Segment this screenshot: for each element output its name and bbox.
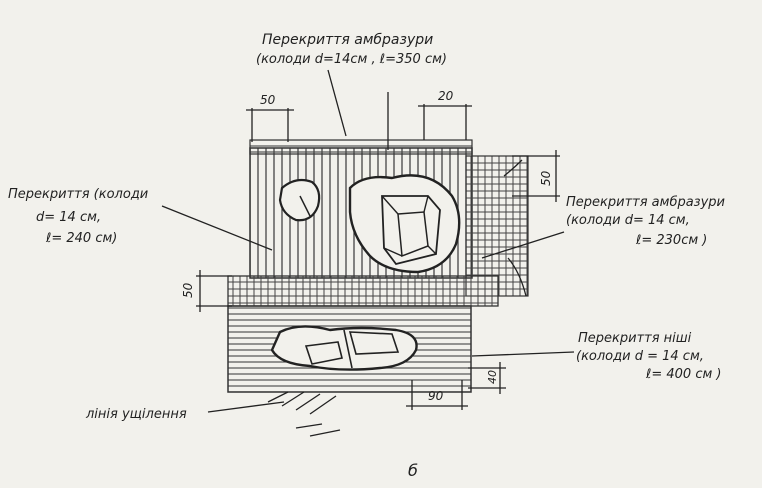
dim-right-upper: 50 xyxy=(539,170,553,186)
left-label-line3: ℓ= 240 см) xyxy=(45,231,117,246)
niche-label-line3: ℓ= 400 см ) xyxy=(645,367,722,382)
top-title-line2: (колоди d=14см , ℓ=350 см) xyxy=(256,52,447,67)
dimension-lines xyxy=(196,92,560,410)
sealing-line-label: лінія ущілення xyxy=(85,407,187,422)
niche-label-line2: (колоди d = 14 см, xyxy=(576,349,704,364)
left-label-line2: d= 14 см, xyxy=(36,210,101,225)
right-label-line1: Перекриття амбразури xyxy=(566,195,725,210)
right-label-line2: (колоди d= 14 см, xyxy=(566,213,690,228)
dim-bottom-horizontal: 90 xyxy=(428,389,444,403)
dim-top-left: 50 xyxy=(260,93,276,107)
sheet-letter: б xyxy=(408,461,418,480)
dim-top-right: 20 xyxy=(438,89,454,103)
dim-left-middle: 50 xyxy=(181,282,195,298)
right-label-line3: ℓ= 230см ) xyxy=(635,233,707,248)
niche-opening xyxy=(270,325,418,371)
small-opening xyxy=(278,178,321,222)
leader-lines xyxy=(161,69,575,437)
top-title-line1: Перекриття амбразури xyxy=(262,32,433,48)
dim-bottom-vertical: 40 xyxy=(486,370,499,384)
left-label-line1: Перекриття (колоди xyxy=(8,187,148,202)
embrasure-opening xyxy=(348,174,461,274)
niche-label-line1: Перекриття ніші xyxy=(578,331,692,346)
